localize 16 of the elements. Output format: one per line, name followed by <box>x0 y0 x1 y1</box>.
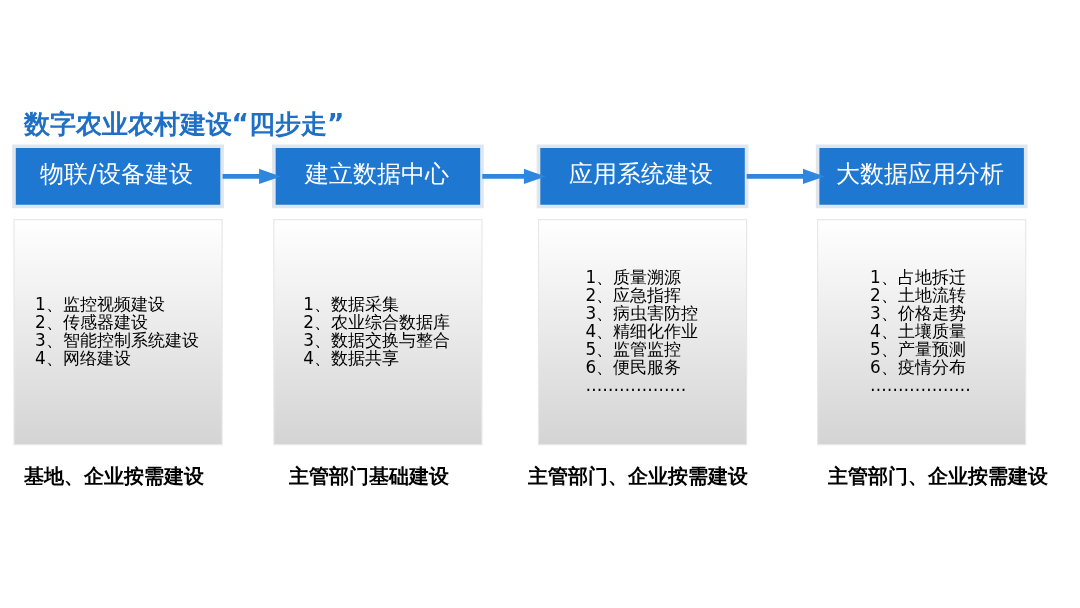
node-box: 1、监控视频建设 2、传感器建设 3、智能控制系统建设 4、网络建设 <box>13 218 223 445</box>
node-label: 主管部门基础建设 <box>289 463 450 488</box>
node-label: 主管部门、企业按需建设 <box>827 463 1048 488</box>
arrow <box>222 168 281 184</box>
diagram-title: 数字农业农村建设“四步走” <box>23 107 345 139</box>
node-box: 大数据应用分析 <box>815 144 1028 208</box>
node-box: 建立数据中心 <box>272 144 484 208</box>
node-box: 1、数据采集 2、农业综合数据库 3、数据交换与整合 4、数据共享 <box>273 218 483 445</box>
node-box: 应用系统建设 <box>536 144 749 208</box>
arrow <box>482 168 546 184</box>
node-box: 物联/设备建设 <box>12 144 224 208</box>
node-box: 1、占地拆迁 2、土地流转 3、价格走势 4、土壤质量 5、产量预测 6、疫情分布 ……………… <box>817 218 1027 445</box>
node-label: 主管部门、企业按需建设 <box>528 463 749 488</box>
node-label: 基地、企业按需建设 <box>24 463 205 488</box>
node-box: 1、质量溯源 2、应急指挥 3、病虫害防控 4、精细化作业 5、监管监控 6、便民服务 ……………… <box>537 218 748 445</box>
arrow <box>746 168 825 184</box>
